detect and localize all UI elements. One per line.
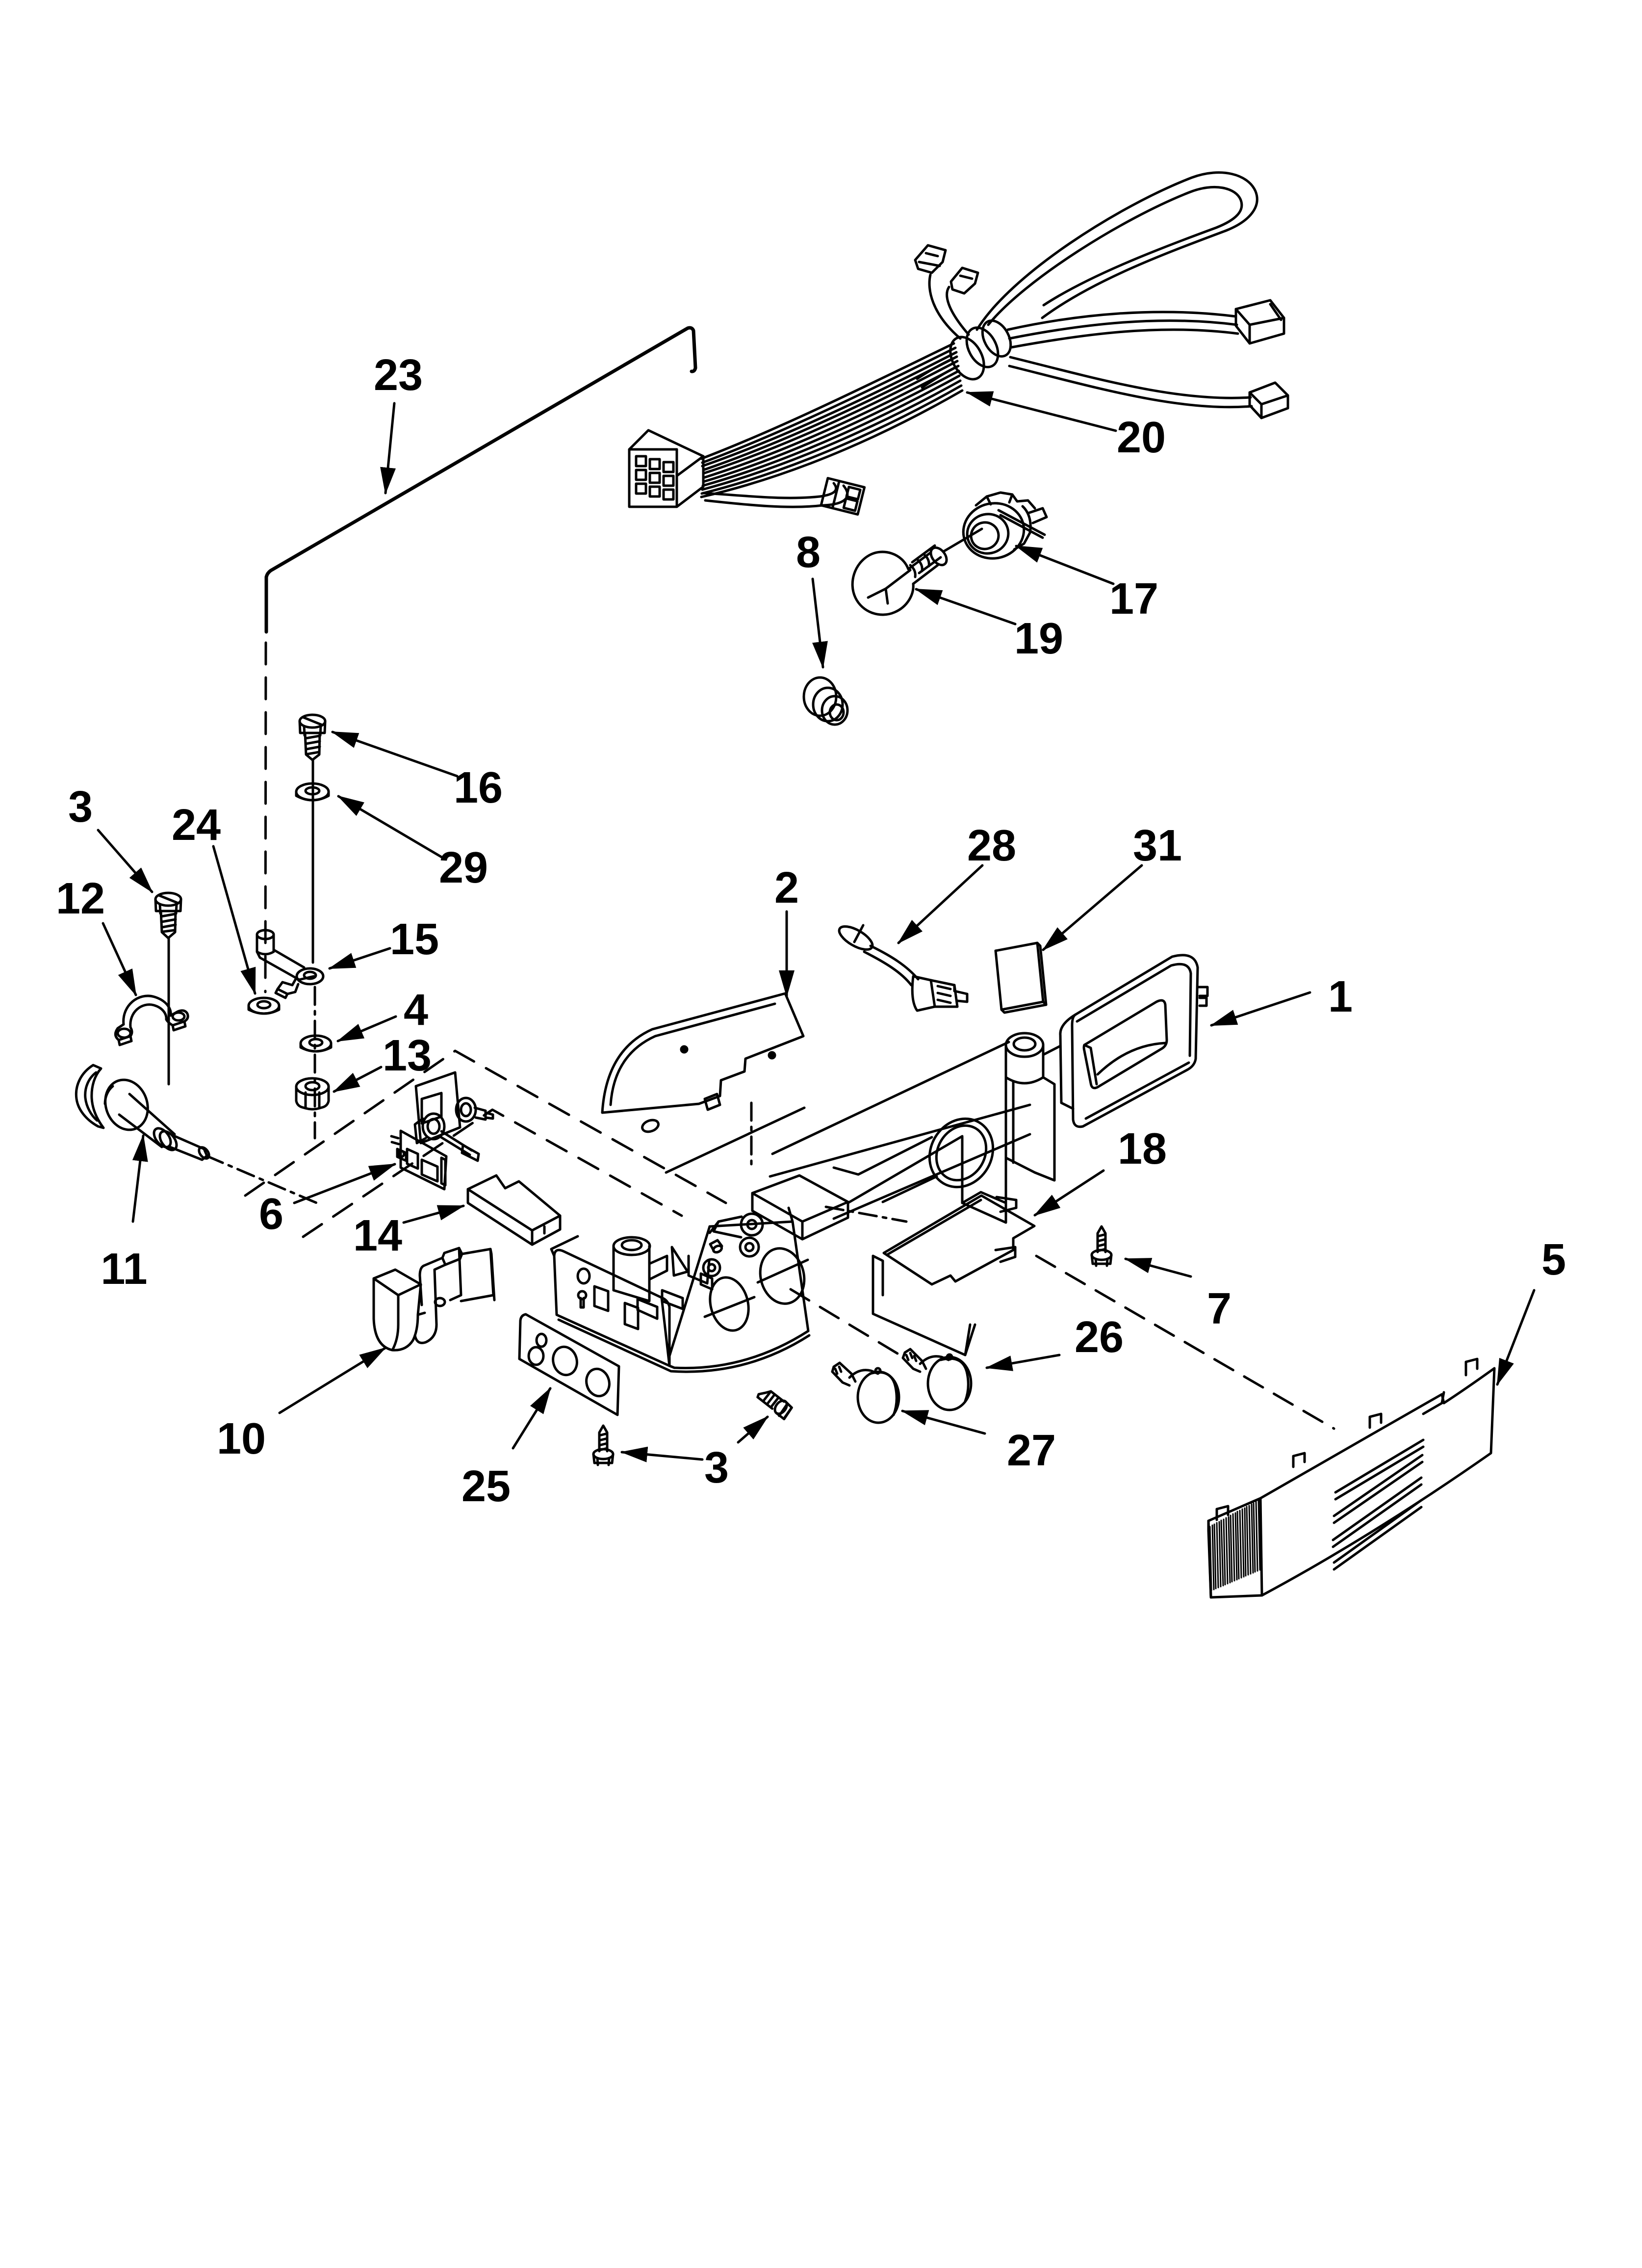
svg-text:20: 20 [1117, 413, 1166, 462]
svg-text:8: 8 [796, 528, 821, 577]
svg-text:31: 31 [1133, 821, 1182, 870]
svg-text:29: 29 [439, 843, 488, 892]
svg-text:4: 4 [404, 986, 428, 1035]
svg-text:19: 19 [1014, 614, 1063, 663]
svg-text:2: 2 [774, 863, 799, 912]
svg-text:18: 18 [1118, 1124, 1167, 1173]
svg-text:24: 24 [172, 801, 221, 850]
svg-text:13: 13 [383, 1031, 432, 1080]
svg-text:14: 14 [353, 1211, 402, 1260]
svg-text:3: 3 [704, 1443, 729, 1492]
svg-text:11: 11 [101, 1245, 147, 1294]
svg-text:26: 26 [1075, 1313, 1124, 1362]
svg-text:6: 6 [259, 1190, 283, 1239]
svg-text:3: 3 [68, 782, 93, 832]
svg-text:7: 7 [1207, 1284, 1232, 1333]
svg-text:10: 10 [217, 1414, 266, 1463]
svg-text:16: 16 [454, 763, 503, 812]
svg-text:5: 5 [1541, 1235, 1566, 1284]
svg-text:17: 17 [1109, 574, 1158, 624]
svg-text:27: 27 [1007, 1426, 1056, 1475]
svg-text:28: 28 [967, 821, 1016, 870]
svg-text:23: 23 [374, 351, 423, 400]
svg-text:15: 15 [390, 915, 439, 964]
svg-text:25: 25 [462, 1462, 511, 1511]
svg-text:1: 1 [1328, 972, 1353, 1021]
svg-text:12: 12 [56, 874, 105, 923]
